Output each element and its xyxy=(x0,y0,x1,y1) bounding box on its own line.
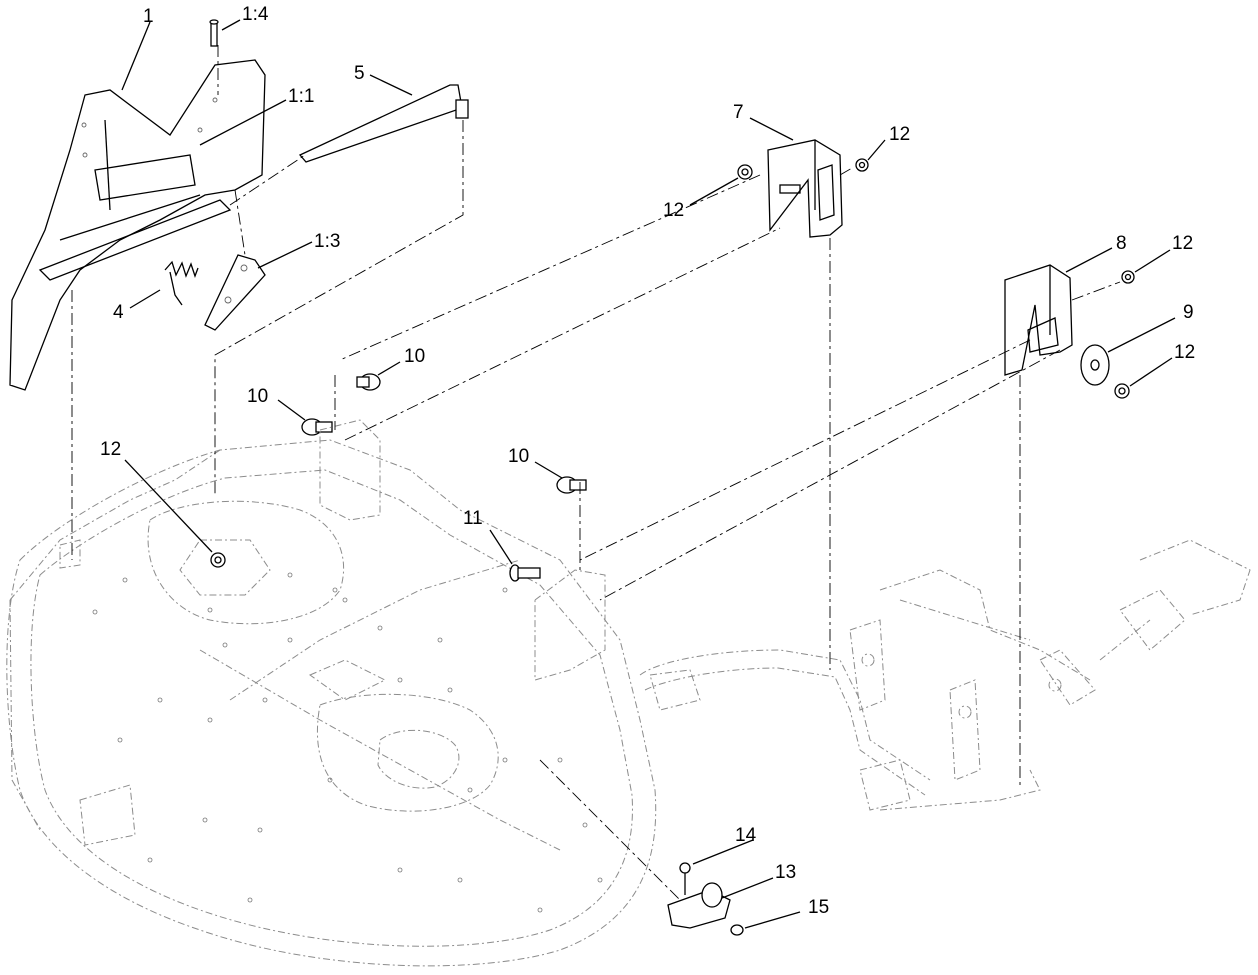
callout-14: 14 xyxy=(735,825,757,846)
callout-1-1: 1:1 xyxy=(288,86,314,107)
callout-12-d: 12 xyxy=(1174,342,1195,363)
part-12-nuts xyxy=(210,158,1135,568)
part-1-height-plate xyxy=(9,59,266,391)
callout-11: 11 xyxy=(463,508,483,529)
callout-1: 1 xyxy=(143,6,154,27)
callout-10-a: 10 xyxy=(404,346,425,367)
callout-8: 8 xyxy=(1116,233,1127,254)
part-1-3-latch xyxy=(204,254,266,331)
callout-13: 13 xyxy=(775,862,796,883)
deck-brackets xyxy=(319,419,606,681)
callout-12-c: 12 xyxy=(1172,233,1193,254)
callout-10-b: 10 xyxy=(247,386,268,407)
part-13-14-15-hardware xyxy=(667,862,744,936)
part-8-bracket xyxy=(1004,264,1073,376)
callout-labels: 1 1:4 1:1 5 1:3 4 7 12 12 8 12 9 12 10 1… xyxy=(100,4,1195,918)
callout-12-b: 12 xyxy=(663,200,684,221)
callout-7: 7 xyxy=(733,102,744,123)
part-7-bracket xyxy=(767,139,843,238)
leader-lines xyxy=(121,19,1176,929)
lift-pedal-assembly xyxy=(639,539,1251,811)
callout-1-3: 1:3 xyxy=(314,231,340,252)
assembly-lines xyxy=(71,45,1121,901)
part-4-spring xyxy=(164,260,199,306)
part-10-pins xyxy=(301,373,587,494)
callout-12-e: 12 xyxy=(100,439,121,460)
part-9-washer xyxy=(1080,344,1110,386)
callout-15: 15 xyxy=(808,897,829,918)
part-11-bolt xyxy=(509,564,541,582)
callout-10-c: 10 xyxy=(508,446,529,467)
callout-12-a: 12 xyxy=(889,124,910,145)
mower-deck xyxy=(6,439,657,967)
part-5-rod xyxy=(298,84,469,163)
callout-5: 5 xyxy=(354,63,365,84)
callout-4: 4 xyxy=(113,302,124,323)
callout-1-4: 1:4 xyxy=(242,4,269,25)
callout-9: 9 xyxy=(1183,302,1194,323)
part-1-4-screw xyxy=(209,19,219,47)
